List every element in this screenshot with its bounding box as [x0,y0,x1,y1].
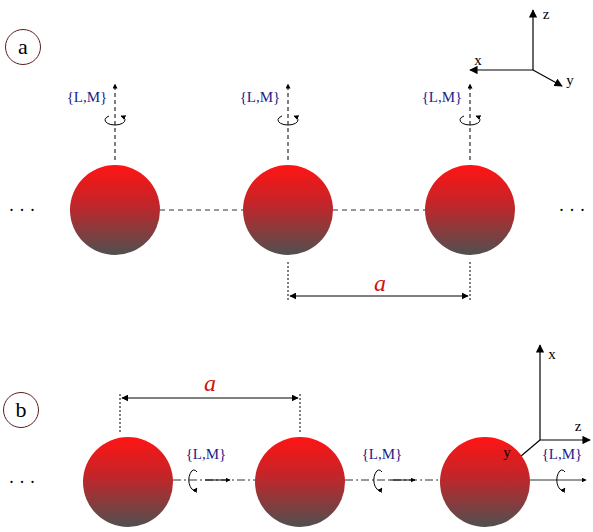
moment-label: {L,M} [422,90,463,105]
spheres-b [83,437,530,527]
axis-label: y [503,445,511,460]
moment-label: {L,M} [240,90,281,105]
ellipsis: · · · [9,473,36,491]
moment-label: {L,M} [362,447,403,462]
lattice-constant: a [374,271,386,295]
moment-label: {L,M} [542,447,583,462]
dimension-a [288,262,470,302]
lattice-constant: a [204,371,216,395]
axis-label: z [543,7,550,22]
moment-label: {L,M} [186,447,227,462]
axis-label: y [566,73,574,88]
panel-label: b [3,392,39,428]
panel-label: a [5,29,41,65]
panel-letter: a [18,34,28,60]
panel-letter: b [16,397,27,423]
moment-label: {L,M} [67,90,108,105]
axis-label: x [548,347,556,362]
axis-label: x [474,53,482,68]
spin-axes-a [105,84,480,160]
spheres-a [70,165,515,255]
axes-b [514,345,590,462]
axis-label: z [575,419,582,434]
dimension-b [120,394,300,434]
ellipsis: · · · [9,201,36,219]
ellipsis: · · · [559,201,586,219]
